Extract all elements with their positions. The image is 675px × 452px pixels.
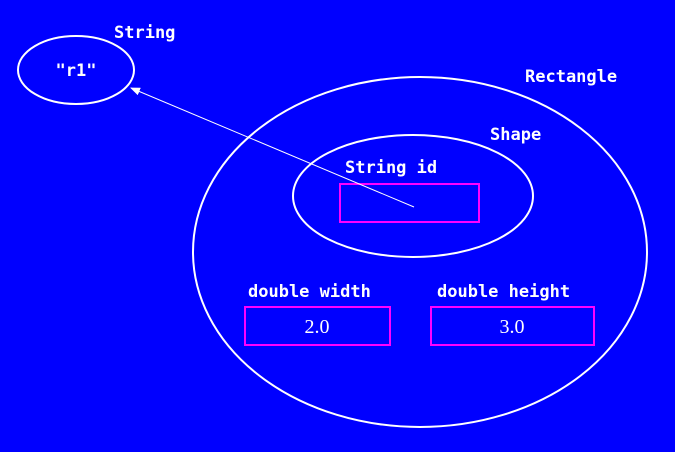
width-field-value: 2.0 [305, 316, 330, 338]
string-object-ellipse [17, 35, 135, 105]
string-type-label: String [114, 23, 175, 43]
reference-arrow [130, 87, 415, 208]
rectangle-type-label: Rectangle [525, 67, 617, 87]
shape-part-ellipse [292, 134, 534, 258]
id-field-label: String id [345, 158, 437, 178]
width-field-box [244, 306, 391, 346]
width-field-label: double width [248, 282, 371, 302]
rectangle-object-ellipse [192, 76, 648, 428]
shape-type-label: Shape [490, 125, 541, 145]
string-value: "r1" [56, 61, 97, 81]
height-field-box [430, 306, 595, 346]
id-field-box [339, 183, 480, 223]
height-field-value: 3.0 [500, 316, 525, 338]
height-field-label: double height [437, 282, 570, 302]
